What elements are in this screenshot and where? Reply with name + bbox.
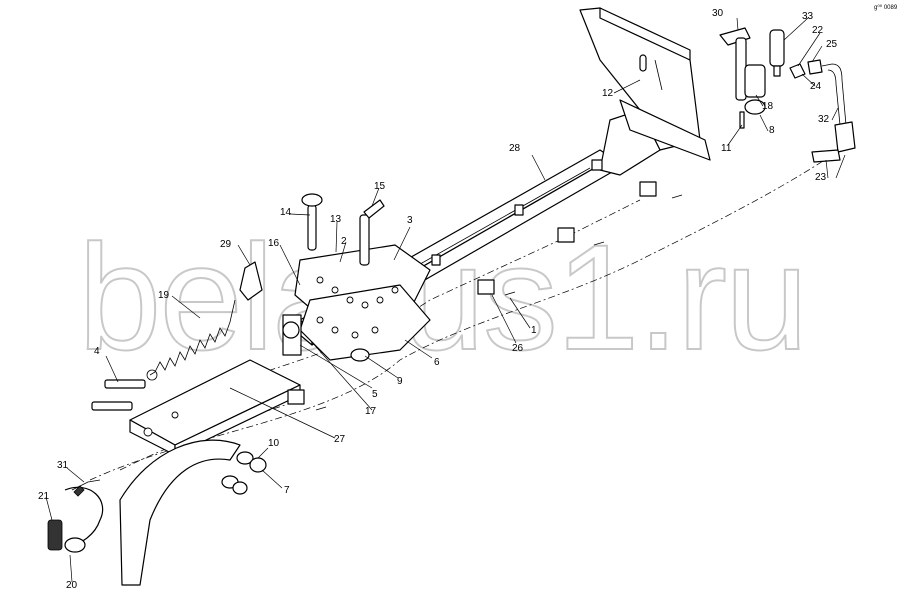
callout-10: 10 [268, 438, 280, 449]
callout-30: 30 [712, 8, 724, 19]
callout-31: 31 [57, 460, 69, 471]
callout-20: 20 [66, 580, 78, 591]
callout-7: 7 [284, 485, 290, 496]
tension-spring [146, 299, 236, 381]
callout-2: 2 [341, 236, 347, 247]
callout-8: 8 [769, 125, 775, 136]
callout-4: 4 [94, 346, 100, 357]
callout-29: 29 [220, 239, 232, 250]
callout-18: 18 [762, 101, 774, 112]
assembly-line-lower [119, 399, 301, 471]
callout-13: 13 [330, 214, 342, 225]
callout-17: 17 [365, 406, 377, 417]
callout-28: 28 [509, 143, 521, 154]
small-bracket [239, 261, 263, 301]
pivot-plates [294, 244, 431, 361]
callout-11: 11 [721, 143, 732, 154]
right-clips [287, 159, 657, 405]
bushing-5-top [282, 321, 300, 339]
callout-22: 22 [812, 25, 824, 36]
callout-21: 21 [38, 491, 50, 502]
callout-33: 33 [802, 11, 814, 22]
upper-yoke [579, 7, 711, 176]
callout-26: 26 [512, 343, 524, 354]
callout-32: 32 [818, 114, 830, 125]
callout-25: 25 [826, 39, 838, 50]
callout-14: 14 [280, 207, 292, 218]
pin-14-ring [301, 193, 323, 207]
callout-23: 23 [815, 172, 827, 183]
leader-lines [45, 17, 846, 583]
corner-mark: g⁰⁰ 0089 [874, 5, 898, 11]
callout-12: 12 [602, 88, 614, 99]
callout-27: 27 [334, 434, 346, 445]
pin-14 [307, 204, 317, 251]
callout-6: 6 [434, 357, 440, 368]
hitch-hook [47, 439, 241, 586]
top-right-parts [719, 27, 856, 163]
pin-15 [359, 214, 370, 266]
callout-9: 9 [397, 376, 403, 387]
lower-arm [129, 359, 301, 456]
pin-15-handle [363, 199, 385, 219]
callout-5: 5 [372, 389, 378, 400]
callout-16: 16 [268, 238, 280, 249]
fasteners [71, 194, 683, 497]
callout-1: 1 [531, 325, 537, 336]
callout-15: 15 [374, 181, 386, 192]
assembly-line-main [89, 149, 841, 481]
callout-19: 19 [158, 290, 170, 301]
callout-24: 24 [810, 81, 822, 92]
callout-3: 3 [407, 215, 413, 226]
